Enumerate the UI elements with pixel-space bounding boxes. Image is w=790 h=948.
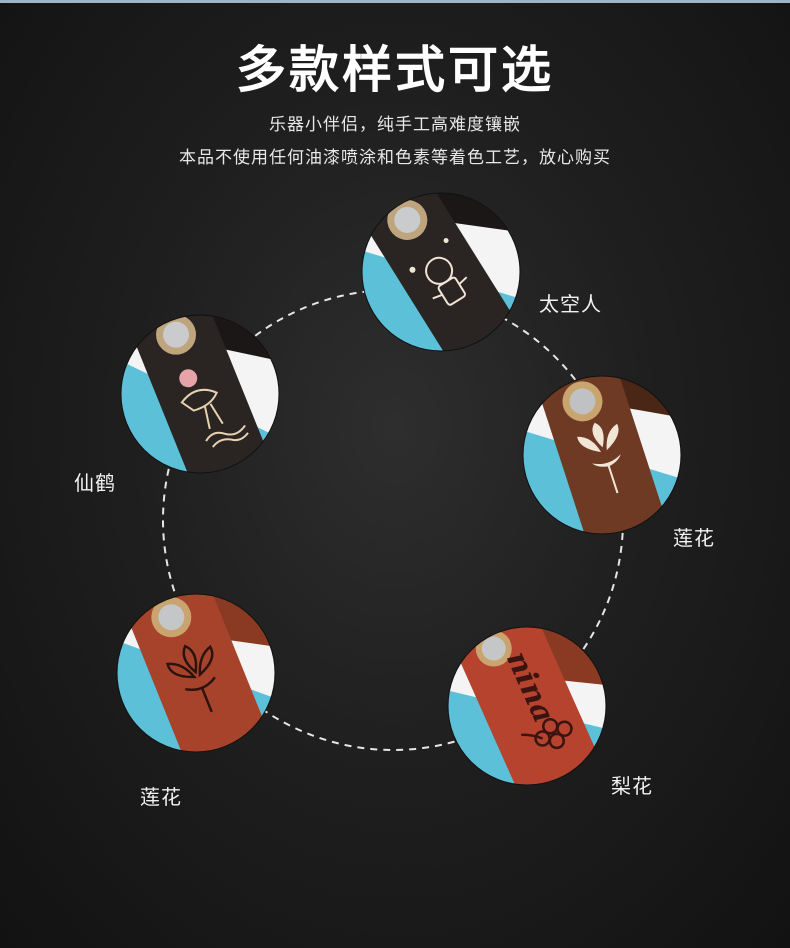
lotus-engraving-icon	[165, 644, 216, 713]
label-crane: 仙鹤	[74, 471, 116, 495]
label-lotus-redwood: 莲花	[140, 785, 182, 809]
label-pear-blossom: 梨花	[611, 774, 653, 798]
label-astronaut: 太空人	[539, 292, 602, 316]
label-lotus-rosewood: 莲花	[673, 526, 715, 550]
page-title: 多款样式可选	[236, 41, 554, 99]
style-thumb-lotus-rosewood[interactable]	[521, 352, 703, 587]
red-sun-icon	[179, 369, 198, 388]
style-thumb-crane[interactable]	[119, 282, 304, 517]
crane-inlay-icon	[180, 388, 249, 448]
subtitle-craft: 乐器小伴侣，纯手工高难度镶嵌	[269, 115, 521, 135]
top-accent-line	[0, 0, 790, 3]
pear-blossom-engraving-icon	[521, 718, 573, 750]
astronaut-inlay-icon	[409, 238, 468, 306]
style-thumb-pear-blossom[interactable]: nina	[445, 591, 633, 828]
lotus-inlay-icon	[577, 422, 621, 494]
subtitle-notice: 本品不使用任何油漆喷涂和色素等着色工艺，放心购买	[179, 148, 611, 168]
style-thumb-astronaut[interactable]	[353, 165, 532, 384]
